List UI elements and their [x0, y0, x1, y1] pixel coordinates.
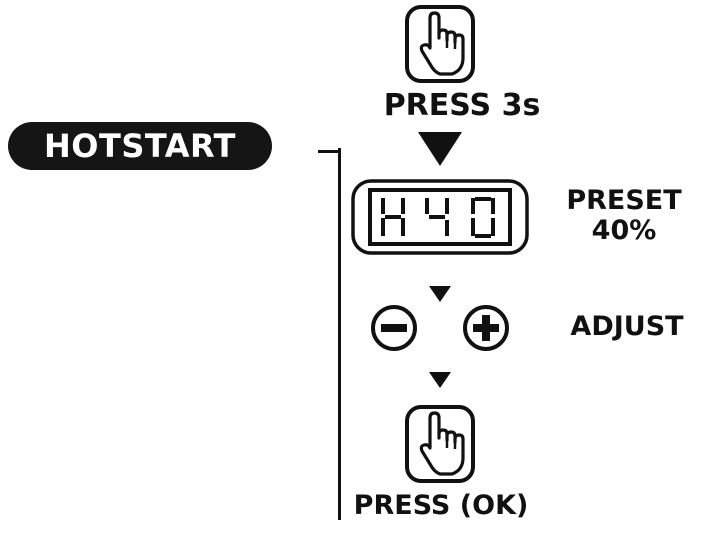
press-ok-label: PRESS (OK) [353, 490, 529, 521]
hotstart-label: HOTSTART [44, 127, 236, 165]
plus-icon[interactable] [462, 304, 510, 352]
hotstart-badge: HOTSTART [8, 122, 272, 170]
arrow-down-small-icon [429, 286, 451, 302]
preset-line1: PRESET [566, 185, 682, 216]
arrow-down-large-icon [418, 132, 462, 166]
connector-horizontal-line [318, 150, 340, 153]
lcd-digit-4 [425, 198, 449, 236]
preset-text: PRESET 40% [556, 186, 692, 246]
hand-press-icon[interactable] [404, 404, 476, 484]
arrow-down-small-icon [429, 372, 451, 388]
lcd-digit-h [381, 198, 405, 236]
minus-icon[interactable] [370, 304, 418, 352]
lcd-digit-0 [471, 197, 495, 238]
preset-line2: 40% [591, 215, 657, 246]
hand-press-icon [405, 5, 475, 83]
lcd-display [351, 179, 529, 255]
press-3s-label: PRESS 3s [383, 88, 541, 123]
adjust-label: ADJUST [570, 311, 684, 342]
connector-vertical-line [338, 148, 341, 520]
